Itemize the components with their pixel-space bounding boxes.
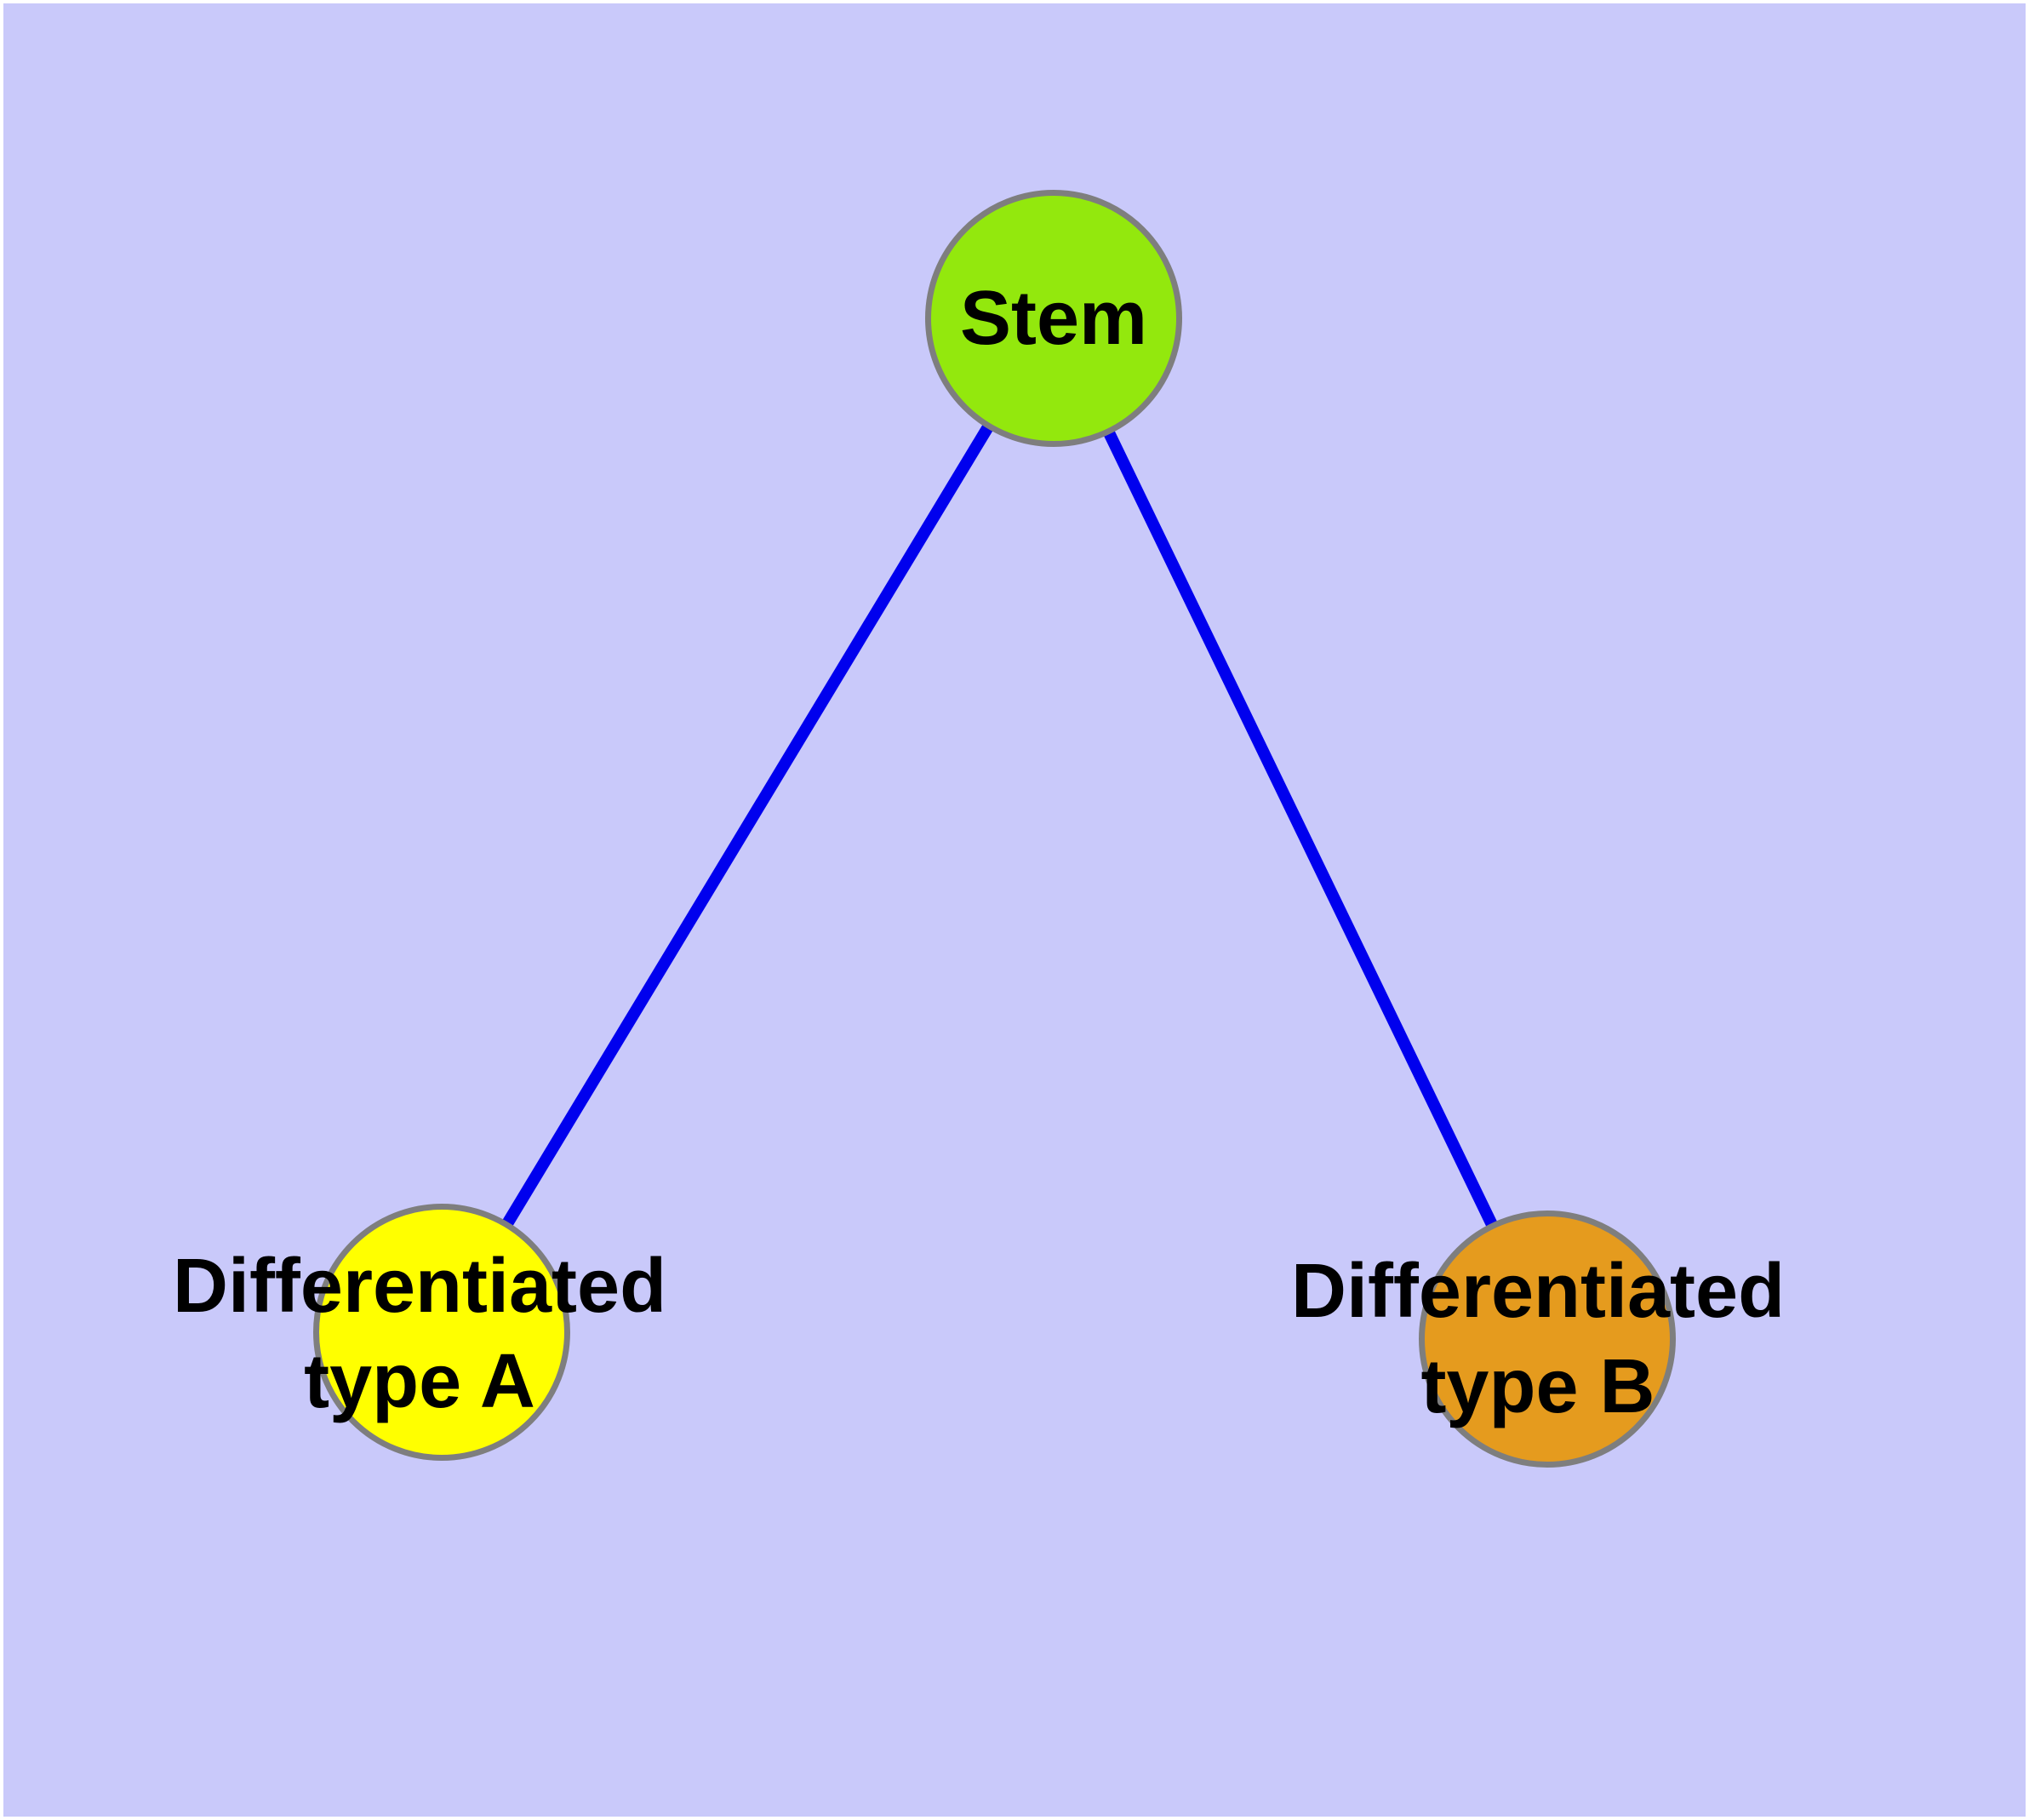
node-stem[interactable] [925,190,1182,447]
node-differentiated-type-b[interactable] [1419,1210,1676,1468]
edge-stem-to-type-a[interactable] [437,315,1059,1336]
edge-stem-to-type-b[interactable] [1048,315,1553,1342]
node-differentiated-type-a[interactable] [313,1204,570,1461]
